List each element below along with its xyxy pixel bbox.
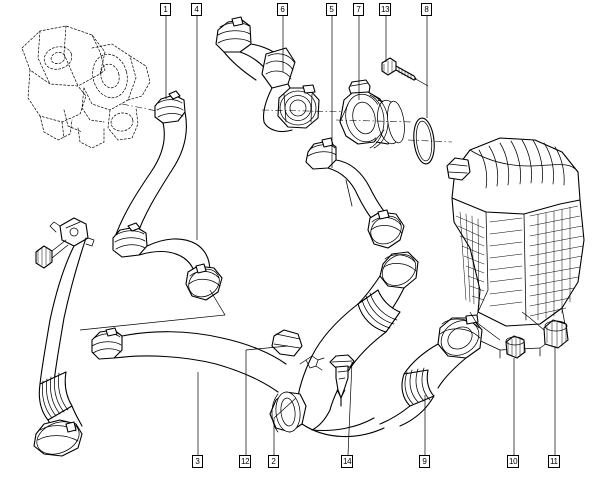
callout-box-7[interactable]: 7 [353,3,364,16]
air-box-outlet-hose [379,314,483,427]
callout-box-1[interactable]: 1 [160,3,171,16]
item10-pointer [469,311,501,341]
meter-retaining-screw [381,57,417,81]
callout-box-6[interactable]: 6 [277,3,288,16]
callout-box-4[interactable]: 4 [191,3,202,16]
callout-box-11[interactable]: 11 [548,455,560,468]
callout-box-14[interactable]: 14 [341,455,354,468]
turbo-outlet-hose [33,90,187,457]
air-flow-meter [335,79,413,149]
callout-box-2[interactable]: 2 [268,455,279,468]
turbocharger-assembly [21,25,151,149]
callout-box-3[interactable]: 3 [192,455,203,468]
callout-box-13[interactable]: 13 [379,3,392,16]
rubber-mount-large [543,319,569,349]
air-filter-housing [446,137,585,359]
turbo-inlet-elbow [215,16,320,133]
elbow-meter-centerline [261,109,353,113]
intercooler-lower-hose [91,327,287,393]
callout-box-5[interactable]: 5 [326,3,337,16]
callout-box-9[interactable]: 9 [419,455,430,468]
item4-leader [79,289,226,331]
screw-leader [413,77,429,87]
intercooler-inlet-hose [269,251,419,438]
intercooler-upper-hose [112,222,223,301]
callout-box-10[interactable]: 10 [507,455,520,468]
item12-leader [245,345,289,351]
item11-pointer [521,311,545,331]
callout-box-8[interactable]: 8 [421,3,432,16]
item14-leader-line [347,361,353,456]
rubber-mount-small [505,335,526,359]
air-meter-to-turbo-hose [305,137,405,249]
push-pin-clip [329,354,355,407]
o-ring-seal [407,117,453,165]
item2-leader [273,397,297,419]
spring-clip [299,355,325,371]
callout-box-12[interactable]: 12 [239,455,252,468]
